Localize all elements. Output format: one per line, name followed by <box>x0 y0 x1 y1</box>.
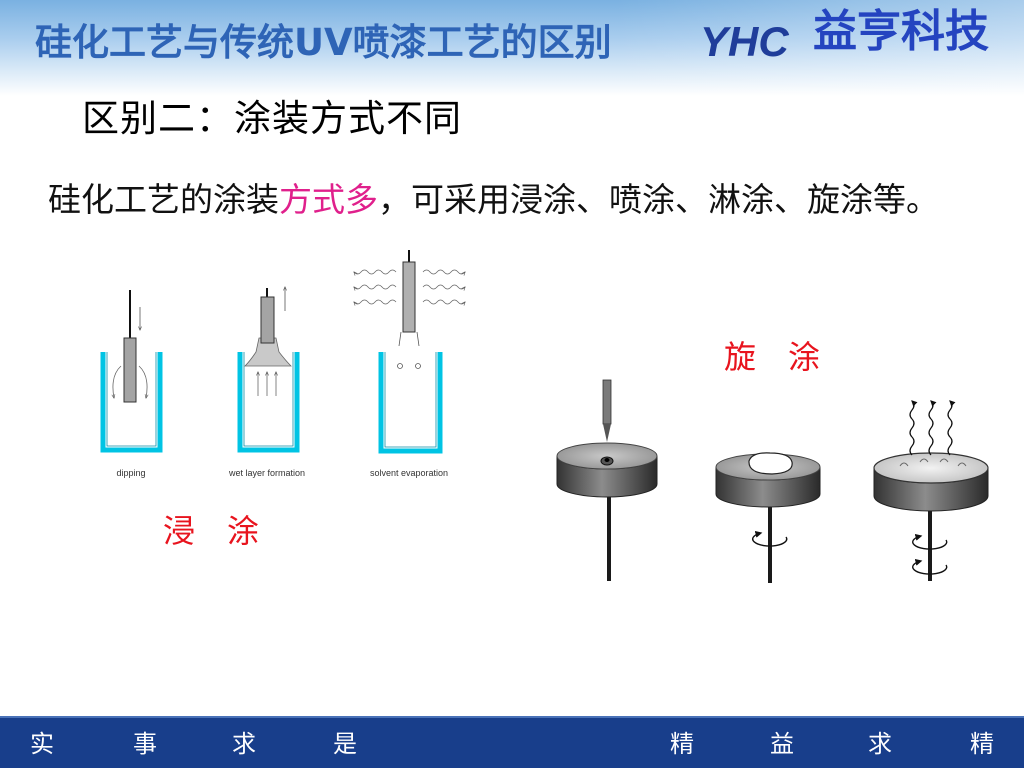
slide-title: 硅化工艺与传统UV喷漆工艺的区别 <box>35 21 612 64</box>
logo-latin: YHC <box>700 18 789 65</box>
spin-step-dispense <box>556 379 658 581</box>
beaker-inner-line <box>106 352 157 447</box>
dip-step-dipping <box>100 290 163 453</box>
film-ripple <box>957 462 967 467</box>
spin-coating-figure <box>556 379 989 583</box>
footer-motto-left-char: 事 <box>133 730 157 758</box>
wet-film <box>244 337 292 367</box>
vapor-arrow-icon <box>947 400 956 456</box>
spin-step-evaporate <box>873 400 989 581</box>
body-paragraph: 硅化工艺的涂装方式多，可采用浸涂、喷涂、淋涂、旋涂等。 <box>48 183 939 216</box>
beaker <box>100 352 163 453</box>
disc-top <box>873 452 989 484</box>
header-band <box>0 0 1024 96</box>
body-text-before: 硅化工艺的涂装 <box>48 180 279 219</box>
step-label-dipping: dipping <box>116 468 146 478</box>
body-text-highlight: 方式多 <box>279 180 378 219</box>
footer-motto-right-char: 求 <box>868 730 892 758</box>
footer-bar: 实 事 求 是 精 益 求 精 <box>0 716 1024 768</box>
dip-step-evaporation <box>354 250 465 454</box>
footer-motto-right-char: 精 <box>970 730 994 758</box>
footer-motto-right-char: 益 <box>770 730 794 758</box>
vapor-arrow-icon <box>909 400 918 456</box>
beaker-inner-line <box>384 352 437 448</box>
substrate <box>123 337 137 403</box>
dip-step-wet-layer <box>237 287 300 453</box>
logo-chinese: 益亨科技 <box>813 6 989 57</box>
resin-drop-core <box>604 458 610 462</box>
flow-arrow-left-icon <box>113 365 122 398</box>
resin-puddle <box>748 452 793 475</box>
dip-coating-caption: 浸 涂 <box>163 512 260 550</box>
vapor-arrow-right-icon <box>422 299 465 304</box>
substrate <box>260 296 275 344</box>
beaker <box>237 352 300 453</box>
vapor-arrow-right-icon <box>422 269 465 274</box>
footer-motto-left-char: 是 <box>333 730 357 758</box>
film-ripple <box>899 462 909 467</box>
flow-arrow-right-icon <box>138 365 147 398</box>
vapor-arrow-right-icon <box>422 284 465 289</box>
droplet <box>397 363 403 369</box>
beaker <box>378 352 443 454</box>
disc-top <box>556 442 658 470</box>
spin-step-spread <box>715 452 821 583</box>
footer-motto-left-char: 求 <box>232 730 256 758</box>
drip-line <box>416 331 420 347</box>
spin-coating-caption: 旋 涂 <box>724 338 821 376</box>
vapor-arrow-left-icon <box>354 284 397 289</box>
needle-tip <box>603 424 611 442</box>
vapor-arrow-icon <box>928 400 937 456</box>
substrate <box>402 261 416 333</box>
rotation-arrow-icon <box>752 530 788 547</box>
dip-coating-figure <box>100 250 475 454</box>
film-ripple <box>939 458 949 463</box>
footer-motto-left-char: 实 <box>30 730 54 758</box>
footer-motto-right-char: 精 <box>670 730 694 758</box>
droplet <box>415 363 421 369</box>
drip-line <box>398 331 402 347</box>
step-label-wet-layer: wet layer formation <box>228 468 306 478</box>
vapor-arrow-left-icon <box>354 269 397 274</box>
beaker-inner-line <box>243 352 294 447</box>
film-ripple <box>919 458 929 463</box>
rotation-arrow-icon <box>912 533 948 550</box>
rotation-arrow-icon <box>912 558 948 575</box>
section-heading: 区别二：涂装方式不同 <box>82 97 462 140</box>
vapor-arrow-left-icon <box>354 299 397 304</box>
body-text-after: ，可采用浸涂、喷涂、淋涂、旋涂等。 <box>378 180 939 219</box>
step-label-evaporation: solvent evaporation <box>369 468 449 478</box>
dispense-needle <box>602 379 612 425</box>
